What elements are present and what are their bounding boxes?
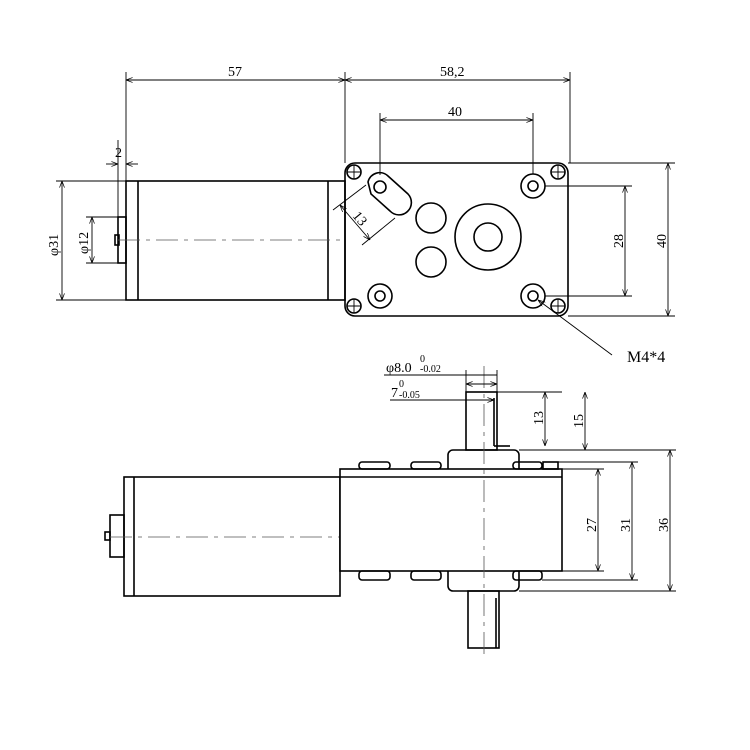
corner-holes — [346, 164, 566, 314]
screw-callout: M4*4 — [627, 349, 665, 366]
top-view: 57 58,2 40 28 40 φ31 φ12 2 — [47, 65, 675, 366]
dim-28: 28 — [612, 234, 627, 248]
side-view: φ8.0 0 -0.02 7 0 -0.05 13 15 27 31 36 — [104, 354, 676, 660]
dim-phi12: φ12 — [77, 232, 92, 254]
dim-40-right: 40 — [655, 234, 670, 248]
dim-phi31: φ31 — [47, 234, 62, 256]
motor-body-side — [104, 476, 341, 597]
motor-body-top — [114, 180, 346, 301]
dim-31: 31 — [619, 518, 634, 532]
shaft-diameter-tol-upper: 0 — [420, 354, 425, 365]
dim-40-top: 40 — [448, 105, 462, 120]
top-dimensions: 57 58,2 40 28 40 φ31 φ12 2 — [47, 65, 675, 366]
shaft-diameter: φ8.0 — [386, 361, 412, 376]
dim-58-2: 58,2 — [440, 65, 465, 80]
dim-2: 2 — [115, 146, 122, 161]
shaft-flat-tol-upper: 0 — [399, 379, 404, 390]
gearbox-side — [339, 449, 563, 592]
dim-57: 57 — [228, 65, 242, 80]
dim-15: 15 — [572, 414, 587, 428]
shaft-flat: 7 — [391, 386, 398, 401]
output-shaft — [465, 366, 510, 660]
dim-13-slot: 13 — [349, 209, 369, 229]
shaft-diameter-tol-lower: -0.02 — [420, 364, 441, 375]
dim-36: 36 — [657, 518, 672, 532]
gearbox-plate-top — [344, 162, 569, 317]
shaft-flat-tol-lower: -0.05 — [399, 390, 420, 401]
mount-holes — [367, 171, 546, 309]
dim-13-flat: 13 — [532, 411, 547, 425]
output-boss — [454, 203, 522, 271]
dim-27: 27 — [585, 518, 600, 532]
side-dimensions: φ8.0 0 -0.02 7 0 -0.05 13 15 27 31 36 — [384, 354, 676, 592]
